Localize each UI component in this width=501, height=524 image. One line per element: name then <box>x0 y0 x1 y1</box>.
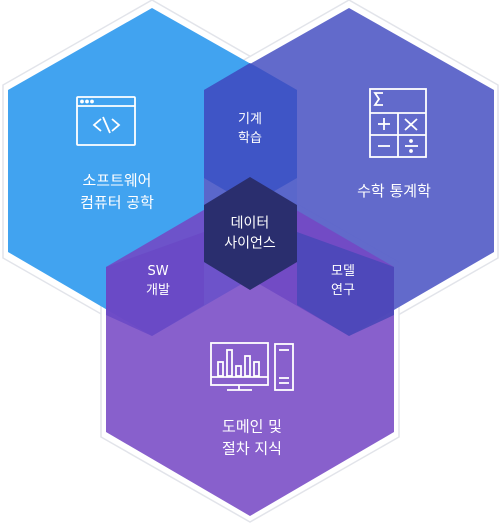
sw-development-line1: SW <box>147 264 169 280</box>
software-engineering-line2: 컴퓨터 공학 <box>80 193 154 211</box>
sw-development-line2: 개발 <box>146 283 170 298</box>
data-science-line2: 사이언스 <box>224 236 276 252</box>
model-research-line1: 모델 <box>331 264 355 280</box>
math-statistics-label: 수학 통계학 <box>357 181 431 203</box>
software-engineering-line1: 소프트웨어 <box>82 171 152 190</box>
machine-learning-line1: 기계 <box>238 112 262 128</box>
machine-learning-overlap <box>204 63 297 205</box>
software-engineering-label: 소프트웨어 컴퓨터 공학 <box>80 170 154 214</box>
computer-chart-icon <box>210 342 294 391</box>
domain-knowledge-line2: 절차 지식 <box>222 439 282 457</box>
code-window-icon <box>76 96 136 146</box>
data-science-hex <box>204 177 297 290</box>
model-research-label: 모델 연구 <box>331 263 355 301</box>
model-research-line2: 연구 <box>331 283 355 298</box>
sw-development-label: SW 개발 <box>146 263 170 301</box>
sw-development-overlap <box>106 232 204 336</box>
domain-knowledge-label: 도메인 및 절차 지식 <box>222 416 282 460</box>
calculator-icon <box>369 88 427 158</box>
model-research-overlap <box>297 232 394 336</box>
data-science-label: 데이터 사이언스 <box>224 214 276 255</box>
math-statistics-line1: 수학 통계학 <box>357 182 431 201</box>
machine-learning-label: 기계 학습 <box>238 111 262 149</box>
machine-learning-line2: 학습 <box>238 131 262 146</box>
data-science-line1: 데이터 <box>230 215 270 232</box>
domain-knowledge-line1: 도메인 및 <box>222 417 282 436</box>
